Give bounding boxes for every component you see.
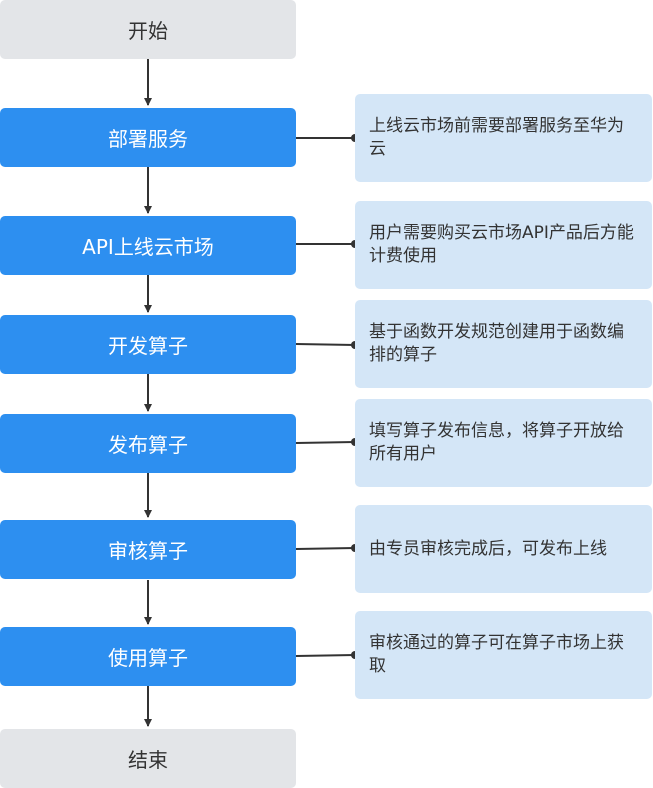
note-publish-operator: 填写算子发布信息，将算子开放给所有用户 bbox=[355, 399, 652, 487]
note-text: 审核通过的算子可在算子市场上获取 bbox=[369, 633, 624, 676]
note-text: 由专员审核完成后，可发布上线 bbox=[369, 538, 607, 559]
step-label: 发布算子 bbox=[108, 433, 188, 457]
step-label: API上线云市场 bbox=[82, 235, 214, 259]
note-review-operator: 由专员审核完成后，可发布上线 bbox=[355, 505, 652, 593]
step-review-operator: 审核算子 bbox=[0, 520, 296, 579]
note-text: 用户需要购买云市场API产品后方能计费使用 bbox=[369, 223, 634, 266]
note-text: 填写算子发布信息，将算子开放给所有用户 bbox=[369, 421, 624, 464]
step-deploy-service: 部署服务 bbox=[0, 108, 296, 167]
step-publish-operator: 发布算子 bbox=[0, 414, 296, 473]
step-api-listing: API上线云市场 bbox=[0, 216, 296, 275]
note-connector-3 bbox=[295, 343, 356, 346]
note-connector-4 bbox=[295, 441, 356, 444]
note-connector-5 bbox=[295, 547, 356, 550]
step-develop-operator: 开发算子 bbox=[0, 315, 296, 374]
note-text: 上线云市场前需要部署服务至华为云 bbox=[369, 116, 624, 159]
start-node-label: 开始 bbox=[128, 19, 168, 43]
step-label: 使用算子 bbox=[108, 646, 188, 670]
note-api-listing: 用户需要购买云市场API产品后方能计费使用 bbox=[355, 201, 652, 289]
end-node: 结束 bbox=[0, 729, 296, 788]
end-node-label: 结束 bbox=[128, 748, 168, 772]
step-use-operator: 使用算子 bbox=[0, 627, 296, 686]
note-use-operator: 审核通过的算子可在算子市场上获取 bbox=[355, 611, 652, 699]
note-deploy-service: 上线云市场前需要部署服务至华为云 bbox=[355, 94, 652, 182]
note-connector-6 bbox=[295, 654, 356, 657]
note-text: 基于函数开发规范创建用于函数编排的算子 bbox=[369, 322, 624, 365]
step-label: 开发算子 bbox=[108, 334, 188, 358]
note-develop-operator: 基于函数开发规范创建用于函数编排的算子 bbox=[355, 300, 652, 388]
step-label: 审核算子 bbox=[108, 539, 188, 563]
step-label: 部署服务 bbox=[108, 127, 188, 151]
start-node: 开始 bbox=[0, 0, 296, 59]
